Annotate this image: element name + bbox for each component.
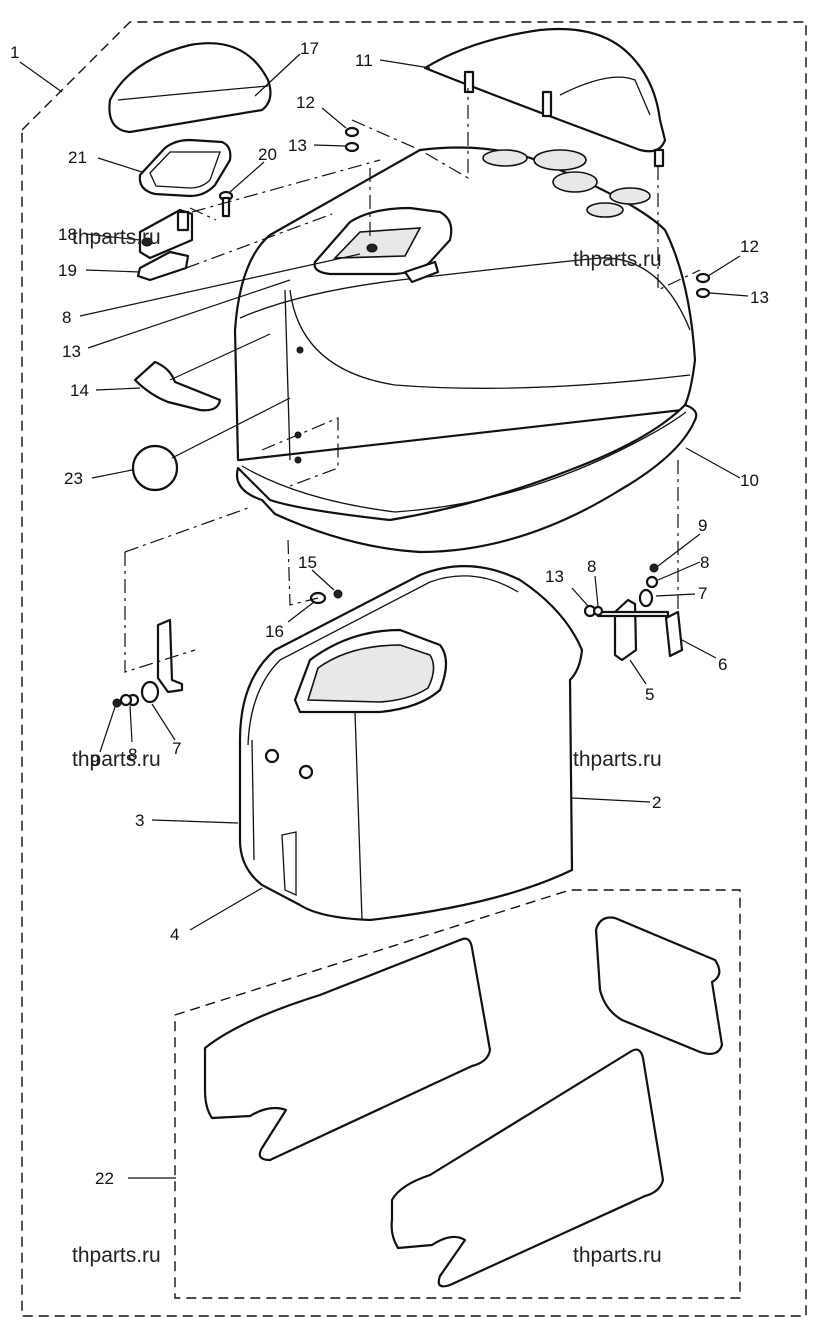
top-cowling bbox=[233, 146, 697, 464]
callout-18: 18 bbox=[58, 225, 77, 244]
washer-13b bbox=[695, 287, 711, 299]
nut-12b bbox=[695, 272, 711, 284]
watermark: thparts.ru bbox=[72, 226, 161, 249]
clip-14 bbox=[133, 360, 222, 412]
callout-7: 7 bbox=[172, 739, 181, 758]
callout-17: 17 bbox=[300, 39, 319, 58]
callout-22: 22 bbox=[95, 1169, 114, 1188]
callout-8: 8 bbox=[128, 745, 137, 764]
watermark: thparts.ru bbox=[573, 748, 662, 771]
cushion-pad bbox=[108, 42, 272, 134]
watermarks: thparts.ru thparts.ru thparts.ru thparts… bbox=[72, 226, 662, 1267]
callout-15: 15 bbox=[298, 553, 317, 572]
watermark: thparts.ru bbox=[573, 1244, 662, 1267]
callout-11: 11 bbox=[355, 51, 373, 70]
callout-6: 6 bbox=[718, 655, 727, 674]
grommet-23 bbox=[131, 444, 179, 492]
callout-20: 20 bbox=[258, 145, 277, 164]
callout-3: 3 bbox=[135, 811, 144, 830]
callout-9: 9 bbox=[698, 516, 707, 535]
callout-13: 13 bbox=[750, 288, 769, 307]
callout-8: 8 bbox=[62, 308, 71, 327]
leader-lines bbox=[19, 53, 749, 1179]
top-cover-11 bbox=[423, 27, 667, 168]
callout-14: 14 bbox=[70, 381, 89, 400]
callout-8: 8 bbox=[587, 557, 596, 576]
watermark: thparts.ru bbox=[72, 748, 161, 771]
callout-13: 13 bbox=[545, 567, 564, 586]
watermark: thparts.ru bbox=[573, 248, 662, 271]
assembly-lines bbox=[124, 88, 701, 673]
callout-7: 7 bbox=[698, 584, 707, 603]
callout-23: 23 bbox=[64, 469, 83, 488]
decal-small bbox=[594, 916, 724, 1055]
callout-13: 13 bbox=[62, 342, 81, 361]
callout-19: 19 bbox=[58, 261, 77, 280]
callout-12: 12 bbox=[740, 237, 759, 256]
decal-left bbox=[203, 937, 492, 1162]
hinge-bracket-right bbox=[583, 563, 684, 662]
callout-9: 9 bbox=[90, 751, 99, 770]
callout-labels: 1 17 11 12 13 21 20 18 19 8 13 12 13 14 … bbox=[10, 39, 769, 1188]
callout-1: 1 bbox=[10, 43, 19, 62]
seal-ring bbox=[138, 138, 232, 198]
callout-21: 21 bbox=[68, 148, 87, 167]
callout-10: 10 bbox=[740, 471, 759, 490]
washer-13a bbox=[344, 141, 360, 153]
bottom-cowling bbox=[238, 565, 584, 922]
decal-set-boundary bbox=[174, 889, 741, 1299]
callout-4: 4 bbox=[170, 925, 179, 944]
callout-12: 12 bbox=[296, 93, 315, 112]
nut-12a bbox=[344, 126, 360, 138]
assembly-boundary bbox=[21, 21, 807, 1317]
callout-5: 5 bbox=[645, 685, 654, 704]
callout-13: 13 bbox=[288, 136, 307, 155]
decal-right bbox=[390, 1048, 665, 1288]
screw-20 bbox=[218, 190, 234, 218]
screw-15 bbox=[333, 589, 343, 599]
callout-16: 16 bbox=[265, 622, 284, 641]
watermark: thparts.ru bbox=[72, 1244, 161, 1267]
callout-8: 8 bbox=[700, 553, 709, 572]
hinge-bracket-left bbox=[112, 618, 184, 708]
callout-2: 2 bbox=[652, 793, 661, 812]
cowling-rim-seal bbox=[235, 403, 698, 554]
